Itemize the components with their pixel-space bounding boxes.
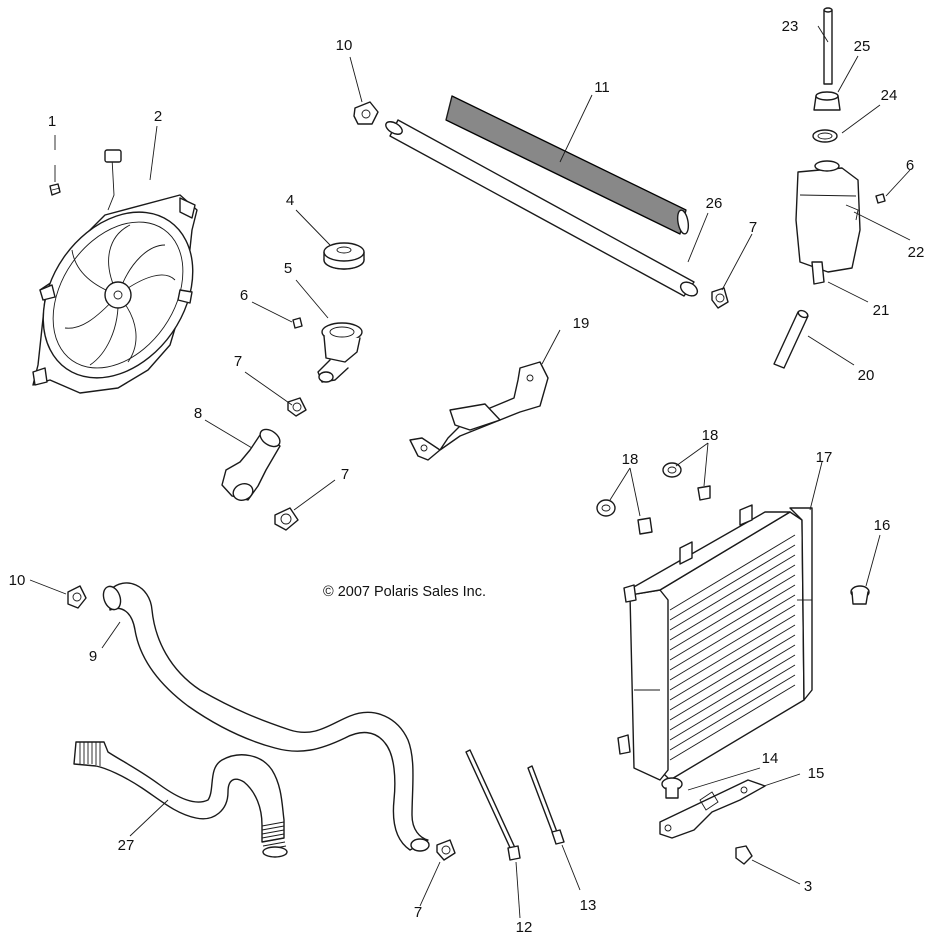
callout-18-b: 18 <box>622 451 639 468</box>
callout-7-b: 7 <box>341 466 349 483</box>
part-16-bolt <box>850 585 870 605</box>
part-5-filler-neck <box>317 322 363 383</box>
callout-8: 8 <box>194 405 202 422</box>
callout-11: 11 <box>594 79 610 96</box>
part-7-clamp-c <box>711 287 729 309</box>
part-1-screw <box>49 183 61 196</box>
callout-6-right: 6 <box>906 157 914 174</box>
callout-20: 20 <box>858 367 875 384</box>
part-20-hose <box>773 309 809 369</box>
copyright-notice: © 2007 Polaris Sales Inc. <box>323 584 486 600</box>
callout-12: 12 <box>516 919 533 935</box>
callout-13: 13 <box>580 897 597 914</box>
callout-19: 19 <box>573 315 590 332</box>
callout-14: 14 <box>762 750 779 767</box>
callout-27: 27 <box>118 837 135 854</box>
part-19-bracket <box>409 361 549 461</box>
part-22-reservoir <box>795 160 861 273</box>
callout-1: 1 <box>48 113 56 130</box>
corrugations-top <box>79 742 101 766</box>
callout-21: 21 <box>873 302 890 319</box>
part-18-grommet-d <box>637 517 653 535</box>
part-7-clamp-a <box>287 397 307 417</box>
callout-23: 23 <box>782 18 799 35</box>
callout-5: 5 <box>284 260 292 277</box>
part-12-rod <box>465 749 521 861</box>
part-3-clip <box>735 845 753 865</box>
callout-7-d: 7 <box>414 904 422 921</box>
callout-7-c: 7 <box>749 219 757 236</box>
callout-24: 24 <box>881 87 898 104</box>
part-18-grommet-a <box>662 462 682 478</box>
part-6-fastener-right <box>875 193 886 204</box>
part-13-probe <box>527 765 565 845</box>
part-4-radiator-cap <box>323 242 365 270</box>
part-21-fitting <box>811 261 825 285</box>
part-6-fastener-left <box>292 317 303 329</box>
callout-25: 25 <box>854 38 871 55</box>
callout-10-top: 10 <box>336 37 353 54</box>
leader-lines <box>29 25 911 919</box>
part-8-elbow-hose <box>221 428 281 501</box>
callout-18-a: 18 <box>702 427 719 444</box>
part-10-clamp-left <box>67 585 87 609</box>
part-18-grommet-b <box>697 485 711 501</box>
callout-6-left: 6 <box>240 287 248 304</box>
part-18-grommet-c <box>596 499 616 517</box>
callout-7-a: 7 <box>234 353 242 370</box>
part-15-lower-bracket <box>659 779 766 839</box>
part-26-tube <box>385 119 699 297</box>
callout-17: 17 <box>816 449 833 466</box>
callout-9: 9 <box>89 648 97 665</box>
part-17-radiator <box>617 504 813 781</box>
part-10-clamp-top <box>353 101 379 125</box>
part-24-o-ring <box>812 129 838 143</box>
part-9-lower-hose <box>102 582 430 852</box>
callout-26: 26 <box>706 195 723 212</box>
callout-10-left: 10 <box>9 572 26 589</box>
radiator-core-fins <box>669 534 796 761</box>
part-14-grommet <box>661 777 683 799</box>
part-7-clamp-b <box>274 507 299 531</box>
callout-22: 22 <box>908 244 925 261</box>
callout-labels: 1 2 3 4 5 6 6 7 7 7 7 8 9 10 10 11 12 13… <box>9 18 925 935</box>
part-27-corrugated-hose <box>73 741 288 858</box>
part-25-reservoir-cap <box>813 91 841 111</box>
callout-3: 3 <box>804 878 812 895</box>
callout-2: 2 <box>154 108 162 125</box>
part-7-clamp-d <box>436 839 456 861</box>
callout-15: 15 <box>808 765 825 782</box>
part-11-mesh-sleeve <box>445 95 690 235</box>
part-2-fan-assembly <box>32 149 198 394</box>
callout-16: 16 <box>874 517 891 534</box>
callout-4: 4 <box>286 192 294 209</box>
part-23-vent-tube <box>823 7 833 85</box>
